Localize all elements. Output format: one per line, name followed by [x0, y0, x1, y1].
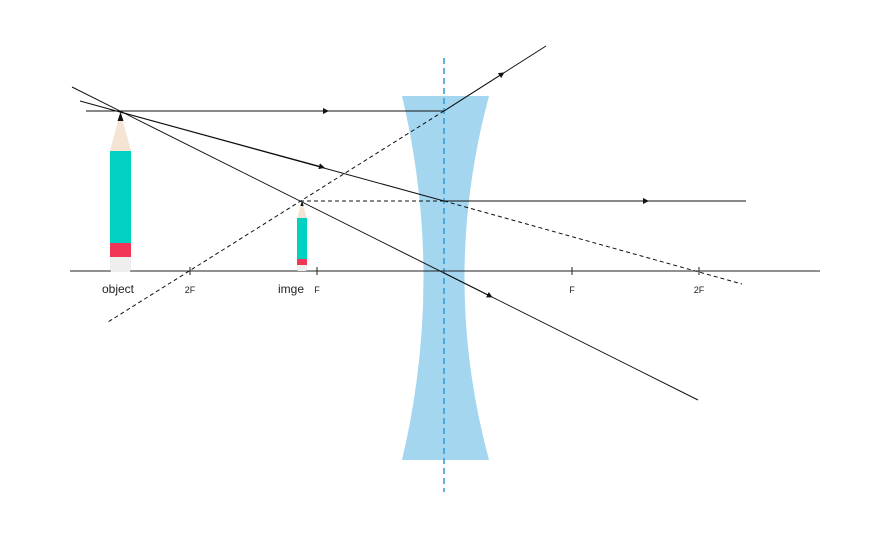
label-image: imge: [278, 282, 304, 296]
label-f-right: F: [569, 285, 575, 295]
concave-lens-icon: [402, 96, 489, 460]
ray-center: [71, 86, 699, 401]
ray-focal-dashed-continuation: [443, 200, 743, 285]
ray-center-arrow: [443, 272, 493, 298]
ray-parallel-virtual-extension: [107, 110, 445, 323]
label-f-left: F: [314, 285, 320, 295]
label-2f-left: 2F: [185, 285, 196, 295]
label-2f-right: 2F: [694, 285, 705, 295]
pencil-object-icon: [110, 112, 131, 272]
pencil-image-icon: [297, 201, 307, 271]
ray-parallel-refracted-arrow: [443, 72, 505, 112]
ray-focal-arrow: [119, 111, 325, 170]
label-object: object: [102, 282, 135, 296]
